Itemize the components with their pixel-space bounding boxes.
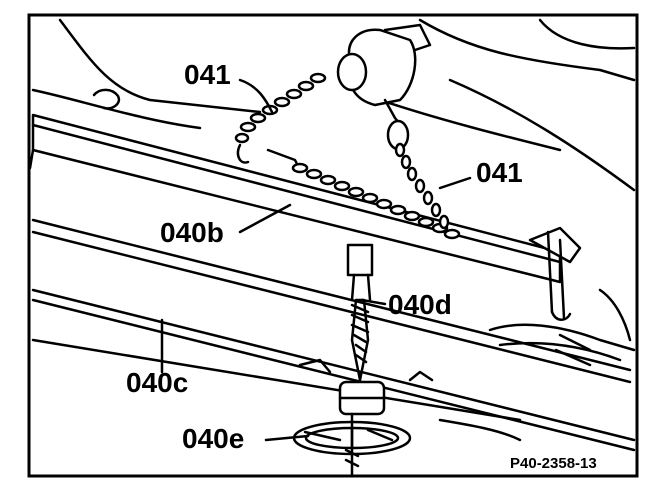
callout-040d: 040d <box>388 289 452 320</box>
callout-041-top: 041 <box>184 59 231 90</box>
callout-041-right: 041 <box>476 157 523 188</box>
chain-041 <box>234 72 461 240</box>
leader-040e <box>264 434 310 442</box>
leader-041-top <box>238 78 274 114</box>
leader-040b <box>238 203 292 234</box>
callout-040b: 040b <box>160 217 224 248</box>
leader-lines <box>160 78 472 442</box>
callout-040e: 040e <box>182 423 244 454</box>
callout-040c: 040c <box>126 367 188 398</box>
leader-040d <box>360 298 387 306</box>
reference-code: P40-2358-13 <box>510 455 597 472</box>
leader-041-right <box>438 176 472 190</box>
